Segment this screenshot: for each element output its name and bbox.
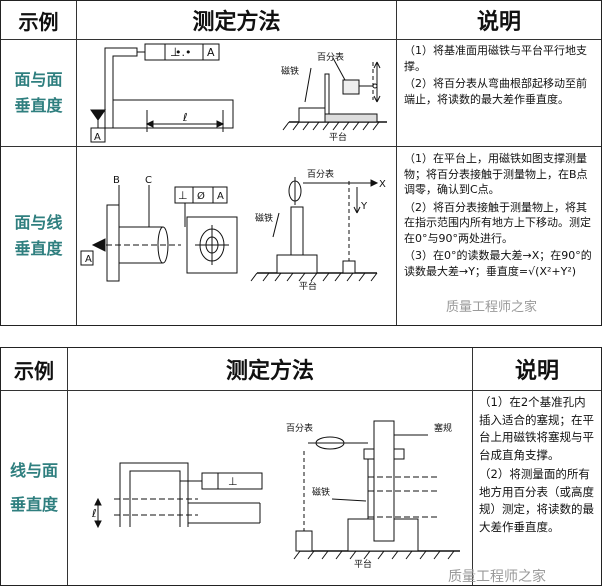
description-step: （1）在2个基准孔内插入适合的塞规；在平台上用磁铁将塞规与平台成直角支撑。	[479, 395, 594, 462]
description-surface-surface: （1）将基准面用磁铁与平台平行地支撑。 （2）将百分表从弯曲根部起移动至前端止，…	[404, 43, 594, 109]
fcf-datum: A	[217, 191, 224, 202]
label-magnet: 磁铁	[281, 65, 299, 77]
watermark: 质量工程师之家	[448, 569, 546, 585]
label-platform: 平台	[354, 558, 372, 570]
dimension-label: ℓ	[182, 111, 188, 124]
header-example: 示例	[18, 9, 59, 34]
header-method: 测定方法	[225, 358, 314, 384]
fcf-datum: A	[207, 46, 215, 59]
label-indicator: 百分表	[317, 51, 344, 63]
fcf-perpendicular-symbol: ⊥	[178, 189, 188, 202]
dimension-label: ℓ	[91, 507, 97, 520]
datum-letter: A	[94, 132, 101, 143]
figure-surface-surface: ⊥ •.• A A ℓ 百分表 磁铁 平台	[90, 43, 387, 143]
axis-x-label: X	[379, 179, 386, 190]
row-label-line2: 垂直度	[14, 239, 63, 258]
description-line-surface: （1）在2个基准孔内插入适合的塞规；在平台上用磁铁将塞规与平台成直角支撑。 （2…	[479, 394, 597, 538]
figure-line-surface: ⊥ ℓ 百分表 塞规 磁铁 平台	[91, 420, 460, 570]
description-step: （3）在0°的读数最大差→X；在90°的读数最大差→Y；垂直度=√(X²+Y²)	[404, 249, 592, 278]
column-divider	[76, 1, 77, 325]
row-label-line1: 面与面	[14, 70, 63, 89]
row-label-line1: 线与面	[9, 461, 58, 480]
label-magnet: 磁铁	[255, 212, 273, 224]
fcf-diameter-symbol: Ø	[197, 190, 205, 202]
watermark: 质量工程师之家	[446, 300, 538, 315]
axis-y-label: Y	[360, 201, 368, 212]
point-c-label: C	[145, 175, 152, 186]
row-label-line2: 垂直度	[14, 96, 63, 115]
column-divider	[472, 348, 473, 585]
description-step: （1）在平台上，用磁铁如图支撑测量物；将百分表接触于测量物上，在B点调零，确认到…	[404, 152, 588, 196]
header-example: 示例	[14, 358, 54, 383]
datum-letter: A	[85, 254, 92, 265]
figure-surface-line: B C A ⊥ Ø A X Y 百分表 磁铁 平台	[80, 168, 386, 292]
description-step: （2）将百分表从弯曲根部起移动至前端止，将读数的最大差作垂直度。	[404, 77, 587, 106]
description-step: （1）将基准面用磁铁与平台平行地支撑。	[404, 44, 587, 73]
header-description: 说明	[514, 358, 559, 384]
description-step: （2）将测量面的所有地方用百分表（或高度规）测定，将读数的最大差作垂直度。	[479, 467, 594, 534]
column-divider	[67, 348, 68, 585]
description-step: （2）将百分表接触于测量物上，将其在指示范围内所有地方上下移动。测定在0°与90…	[404, 200, 591, 245]
label-platform: 平台	[329, 131, 347, 143]
row-label-line2: 垂直度	[9, 495, 58, 514]
label-indicator: 百分表	[307, 168, 334, 180]
fcf-perpendicular-symbol: ⊥	[228, 475, 238, 488]
fcf-perpendicular-symbol: ⊥	[170, 45, 180, 59]
label-magnet: 磁铁	[312, 486, 330, 498]
row-label-surface-line: 面与线 垂直度	[1, 147, 76, 325]
row-divider	[1, 39, 601, 40]
label-indicator: 百分表	[286, 422, 313, 434]
point-b-label: B	[113, 175, 120, 186]
description-surface-line: （1）在平台上，用磁铁如图支撑测量物；将百分表接触于测量物上，在B点调零，确认到…	[404, 151, 594, 281]
row-label-line1: 面与线	[14, 213, 63, 232]
row-divider	[1, 390, 601, 391]
table-1: 示例 测定方法 说明 面与面 垂直度	[0, 0, 602, 326]
table-2: 示例 测定方法 说明 线与面 垂直度	[0, 347, 602, 586]
row-label-surface-surface: 面与面 垂直度	[1, 40, 76, 146]
header-method: 测定方法	[192, 9, 281, 35]
row-label-line-surface: 线与面 垂直度	[1, 391, 67, 585]
label-platform: 平台	[299, 280, 317, 292]
header-description: 说明	[476, 9, 521, 35]
column-divider	[396, 1, 397, 325]
label-gauge: 塞规	[434, 422, 452, 434]
fcf-tolerance-value: •.•	[175, 46, 191, 59]
row-divider	[1, 146, 601, 147]
